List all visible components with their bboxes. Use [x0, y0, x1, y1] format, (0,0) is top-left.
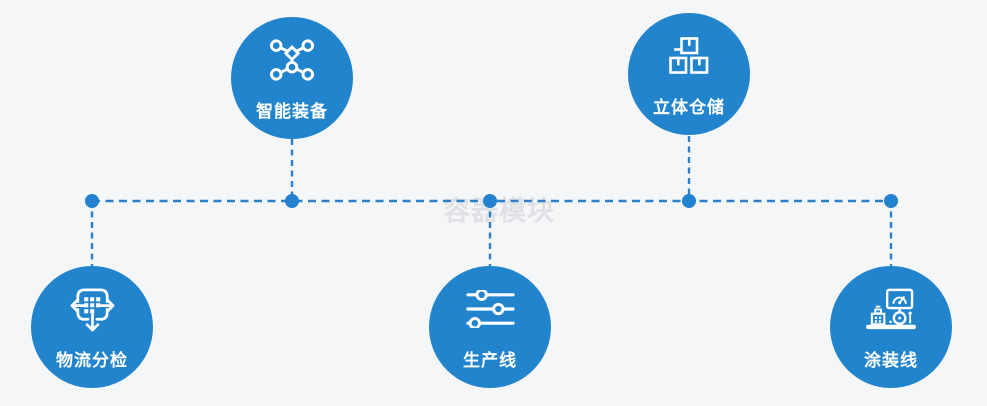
- junction-dot: [285, 194, 299, 208]
- junction-dot: [682, 194, 696, 208]
- stacked-boxes-icon: [667, 32, 711, 80]
- node-warehouse: 立体仓储: [628, 13, 750, 135]
- node-label: 智能装备: [256, 102, 328, 121]
- node-label: 生产线: [463, 351, 517, 370]
- node-smart-equipment: 智能装备: [231, 17, 353, 139]
- machine-monitor-icon: [863, 285, 919, 333]
- junction-dot: [85, 194, 99, 208]
- junction-dot: [884, 194, 898, 208]
- sorting-arrows-icon: [69, 285, 116, 333]
- sliders-icon: [465, 285, 515, 333]
- node-label: 涂装线: [864, 351, 918, 370]
- node-production-line: 生产线: [429, 266, 551, 388]
- network-nodes-icon: [269, 36, 315, 84]
- node-label: 立体仓储: [653, 98, 725, 117]
- watermark-text: 容器模块: [443, 196, 555, 226]
- node-logistics-sorting: 物流分检: [31, 266, 153, 388]
- node-label: 物流分检: [56, 351, 128, 370]
- node-coating-line: 涂装线: [830, 266, 952, 388]
